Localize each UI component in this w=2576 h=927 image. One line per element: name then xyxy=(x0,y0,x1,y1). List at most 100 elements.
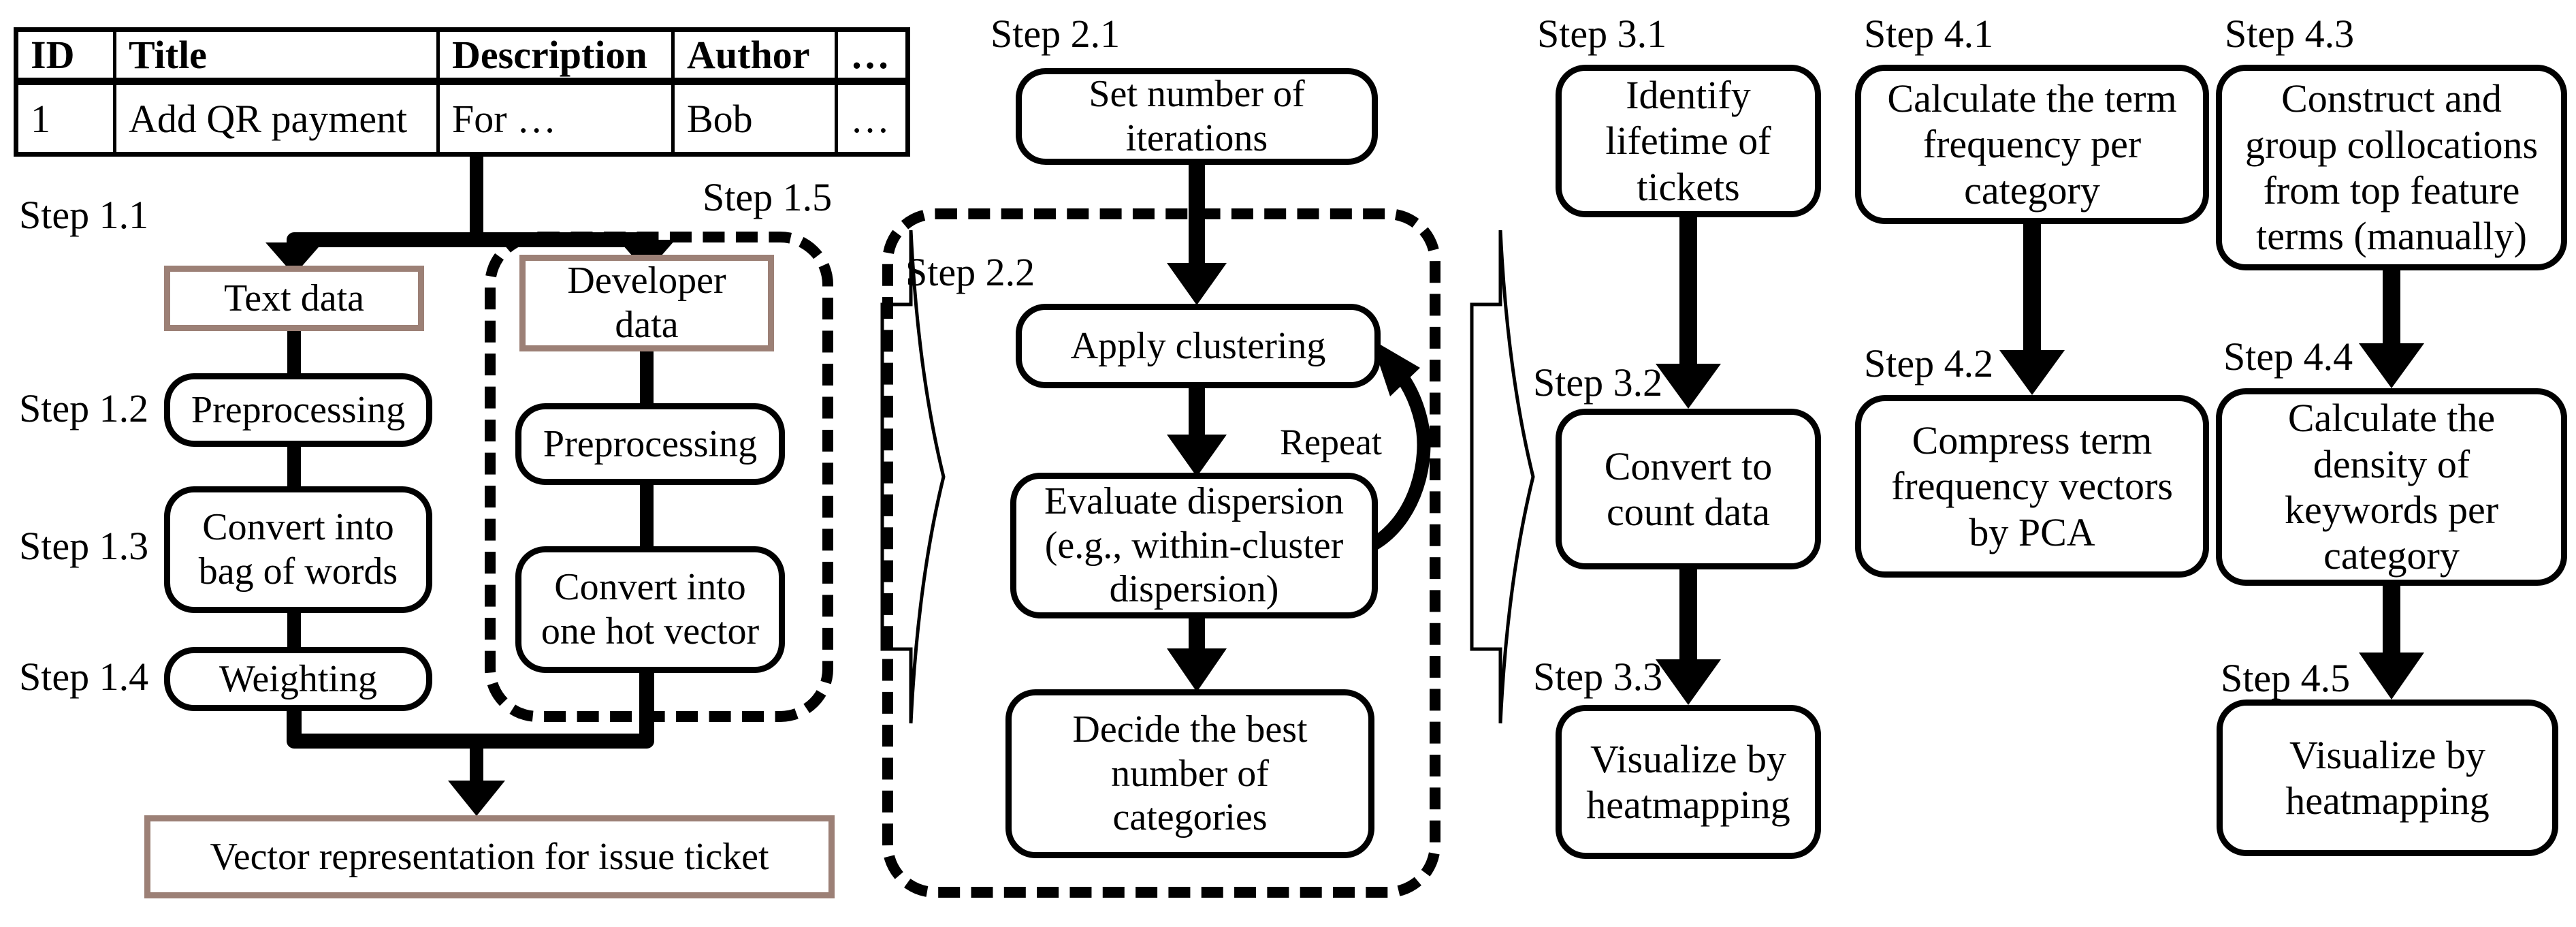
box-decide-categories-line: number of xyxy=(1111,752,1269,795)
box-vector-representation-line: Vector representation for issue ticket xyxy=(210,835,769,878)
cell-description: For … xyxy=(436,80,675,156)
box-evaluate-dispersion-line: (e.g., within-cluster xyxy=(1044,524,1344,567)
box-convert-count-line: count data xyxy=(1607,490,1770,534)
step-label-4-2: Step 4.2 xyxy=(1864,341,1994,386)
box-visualize-heatmap-3: Visualize by heatmapping xyxy=(1556,705,1821,859)
box-evaluate-dispersion: Evaluate dispersion (e.g., within-cluste… xyxy=(1010,473,1378,618)
box-convert-count-line: Convert to xyxy=(1604,443,1773,488)
box-evaluate-dispersion-line: dispersion) xyxy=(1109,568,1279,611)
repeat-annotation: Repeat xyxy=(1280,422,1382,462)
step-label-1-4: Step 1.4 xyxy=(19,655,149,699)
box-preprocessing-dev: Preprocessing xyxy=(515,403,785,485)
box-weighting-line: Weighting xyxy=(219,657,377,700)
step-label-4-3: Step 4.3 xyxy=(2225,12,2355,56)
col-header-more: … xyxy=(835,28,909,85)
box-visualize-heatmap-3-line: heatmapping xyxy=(1586,783,1790,827)
cell-id: 1 xyxy=(14,80,116,156)
box-identify-lifetime-line: Identify xyxy=(1626,73,1751,118)
arrowhead-visualize4 xyxy=(2359,653,2424,700)
arrowhead-keyword-density xyxy=(2359,343,2424,388)
step-label-3-3: Step 3.3 xyxy=(1533,655,1663,699)
box-one-hot-line: Convert into xyxy=(554,566,746,609)
box-preprocessing-text-line: Preprocessing xyxy=(191,388,406,431)
box-term-frequency-line: frequency per xyxy=(1922,122,2142,167)
box-bag-of-words-line: bag of words xyxy=(198,550,398,593)
box-set-iterations-line: Set number of xyxy=(1089,73,1305,116)
repeat-loop-arrow xyxy=(1368,362,1431,551)
box-compress-pca: Compress term frequency vectors by PCA xyxy=(1855,395,2209,578)
arrowhead-visualize3 xyxy=(1656,659,1721,705)
box-apply-clustering-line: Apply clustering xyxy=(1070,324,1326,367)
box-text-data: Text data xyxy=(164,266,424,331)
box-collocations-line: group collocations xyxy=(2244,122,2539,167)
arrowhead-decide-categories xyxy=(1167,648,1227,692)
box-preprocessing-text: Preprocessing xyxy=(164,373,432,447)
box-keyword-density-line: category xyxy=(2323,533,2460,578)
clustering-loop-group-frame xyxy=(882,208,1440,898)
arrowhead-convert-count xyxy=(1656,364,1721,409)
box-keyword-density-line: keywords per xyxy=(2284,488,2499,532)
box-developer-data-line: data xyxy=(615,304,679,346)
transition-arrow-phase2-phase3 xyxy=(1470,230,1535,724)
arrowhead-apply-clustering xyxy=(1167,263,1227,305)
box-one-hot: Convert into one hot vector xyxy=(515,546,785,673)
box-term-frequency-line: Calculate the term xyxy=(1887,76,2177,121)
box-keyword-density-line: density of xyxy=(2313,441,2470,486)
box-set-iterations: Set number of iterations xyxy=(1016,68,1378,165)
step-label-2-1: Step 2.1 xyxy=(991,12,1121,56)
box-decide-categories-line: categories xyxy=(1112,796,1268,839)
box-collocations-line: terms (manually) xyxy=(2256,214,2527,259)
step-label-3-2: Step 3.2 xyxy=(1533,360,1663,405)
box-preprocessing-dev-line: Preprocessing xyxy=(543,422,758,465)
step-label-2-2: Step 2.2 xyxy=(905,250,1035,294)
box-collocations: Construct and group collocations from to… xyxy=(2216,65,2567,270)
box-visualize-heatmap-4-line: Visualize by xyxy=(2289,732,2486,777)
box-visualize-heatmap-3-line: Visualize by xyxy=(1590,736,1787,781)
box-visualize-heatmap-4: Visualize by heatmapping xyxy=(2217,700,2558,856)
box-convert-count: Convert to count data xyxy=(1556,409,1821,569)
col-header-author: Author xyxy=(671,28,838,85)
box-term-frequency-line: category xyxy=(1964,168,2100,213)
col-header-description: Description xyxy=(436,28,675,85)
box-bag-of-words: Convert into bag of words xyxy=(164,486,432,613)
step-label-3-1: Step 3.1 xyxy=(1537,12,1667,56)
step-label-4-1: Step 4.1 xyxy=(1864,12,1994,56)
cell-title: Add QR payment xyxy=(113,80,440,156)
table-row: 1 Add QR payment For … Bob … xyxy=(14,80,909,156)
box-keyword-density-line: Calculate the xyxy=(2287,396,2496,441)
box-apply-clustering: Apply clustering xyxy=(1016,304,1381,388)
table-header-row: ID Title Description Author … xyxy=(14,28,909,85)
step-label-1-5: Step 1.5 xyxy=(703,175,833,219)
cell-author: Bob xyxy=(671,80,838,156)
arrowhead-compress-pca xyxy=(1999,350,2065,395)
step-label-1-2: Step 1.2 xyxy=(19,386,149,430)
step-label-1-1: Step 1.1 xyxy=(19,193,149,237)
box-keyword-density: Calculate the density of keywords per ca… xyxy=(2216,388,2567,586)
col-header-id: ID xyxy=(14,28,116,85)
box-weighting: Weighting xyxy=(164,647,432,711)
box-identify-lifetime: Identify lifetime of tickets xyxy=(1556,65,1821,217)
box-text-data-line: Text data xyxy=(224,277,364,319)
box-evaluate-dispersion-line: Evaluate dispersion xyxy=(1044,480,1345,522)
box-developer-data-line: Developer xyxy=(567,260,726,302)
box-collocations-line: from top feature xyxy=(2263,168,2520,213)
col-header-title: Title xyxy=(113,28,440,85)
box-developer-data: Developer data xyxy=(519,255,774,351)
box-compress-pca-line: by PCA xyxy=(1969,509,2095,554)
issue-ticket-table: ID Title Description Author … 1 Add QR p… xyxy=(14,27,910,157)
step-label-4-5: Step 4.5 xyxy=(2221,656,2351,700)
transition-arrow-phase1-phase2 xyxy=(880,230,946,724)
box-decide-categories-line: Decide the best xyxy=(1072,708,1308,751)
cell-more: … xyxy=(835,80,909,156)
developer-data-group-frame xyxy=(485,232,833,722)
box-compress-pca-line: frequency vectors xyxy=(1891,464,2173,509)
box-term-frequency: Calculate the term frequency per categor… xyxy=(1855,65,2209,224)
box-one-hot-line: one hot vector xyxy=(541,610,760,653)
box-identify-lifetime-line: lifetime of xyxy=(1605,119,1771,163)
box-decide-categories: Decide the best number of categories xyxy=(1005,689,1374,858)
arrowhead-to-vector-representation xyxy=(448,781,505,816)
arrowhead-to-text-data xyxy=(265,242,323,275)
step-label-4-4: Step 4.4 xyxy=(2223,334,2353,379)
